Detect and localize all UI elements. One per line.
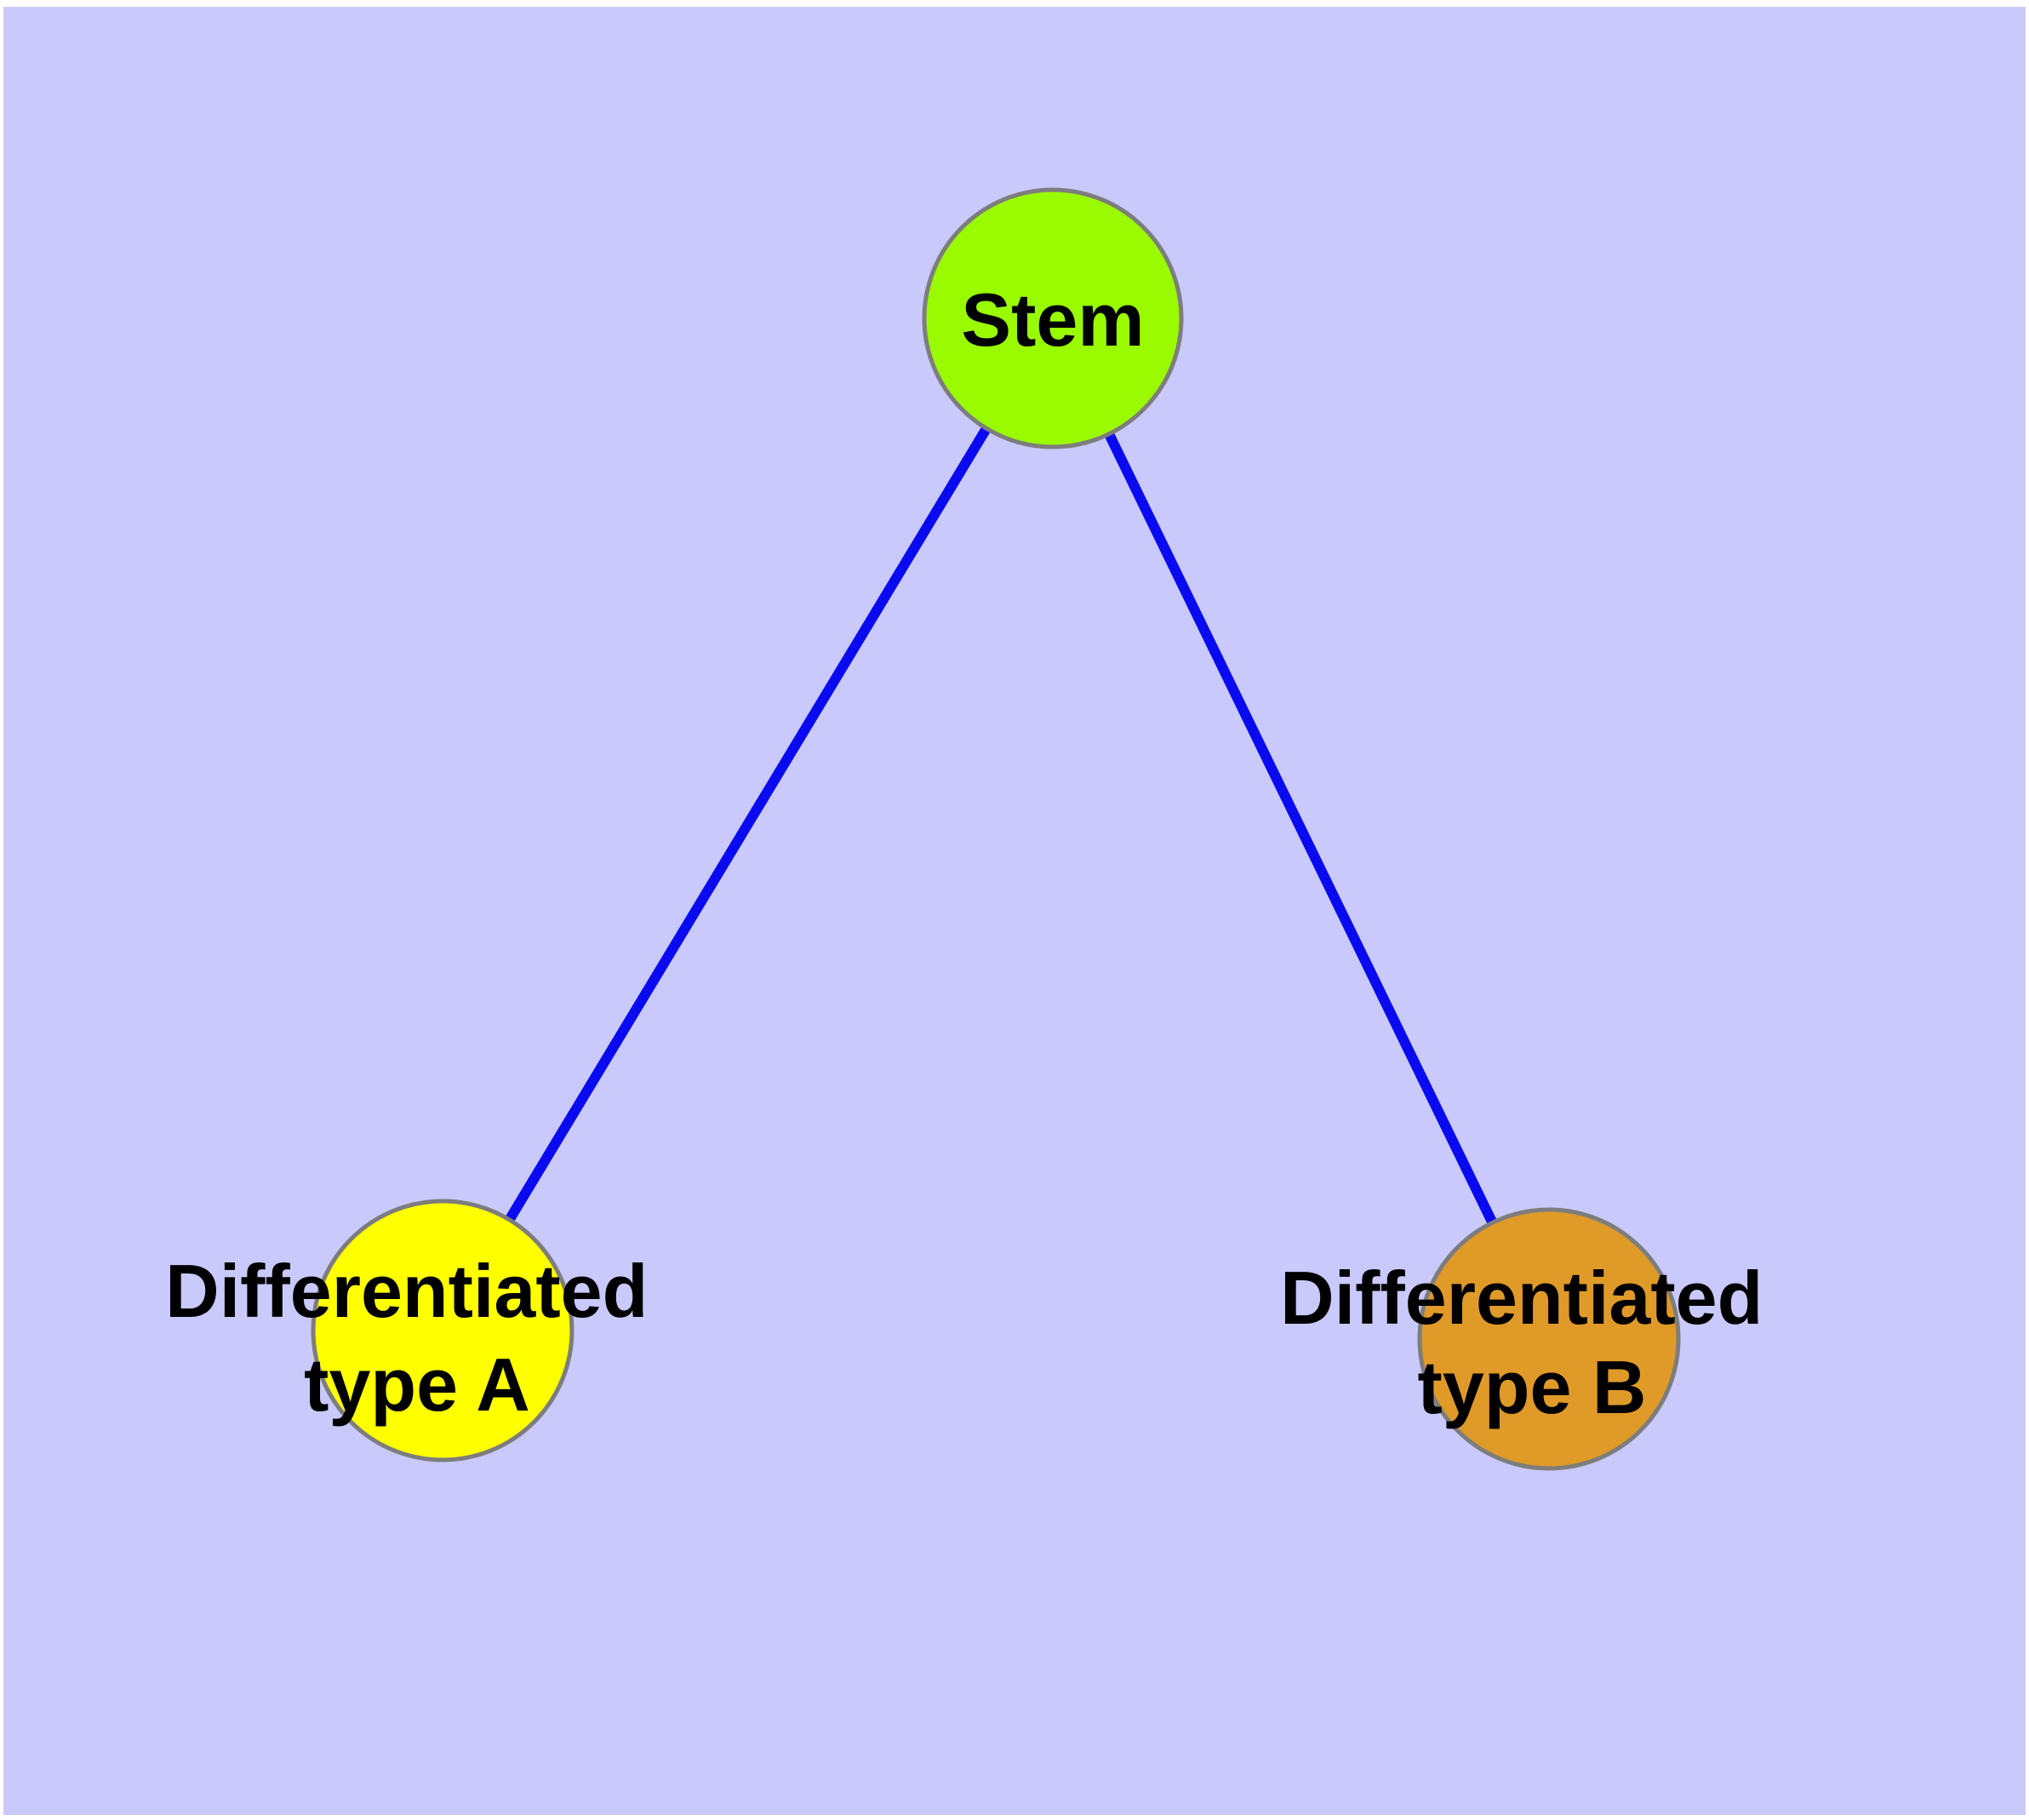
node-type-a-label-line1: Differentiated (165, 1249, 648, 1333)
node-stem (922, 187, 1184, 449)
node-stem-label: Stem (961, 278, 1144, 362)
node-differentiated-type-b (1417, 1207, 1681, 1471)
node-type-a-label: Differentiated type A (165, 1249, 669, 1427)
node-differentiated-type-a (311, 1199, 574, 1462)
node-type-a-label-line2: type A (304, 1342, 530, 1427)
edge-stem-to-type-a (437, 315, 1058, 1334)
node-type-b-label-line2: type B (1418, 1345, 1647, 1429)
node-type-b-label-line1: Differentiated (1280, 1256, 1763, 1340)
edge-stem-to-type-b (1048, 316, 1554, 1342)
node-type-b-label: Differentiated type B (1280, 1256, 1784, 1429)
